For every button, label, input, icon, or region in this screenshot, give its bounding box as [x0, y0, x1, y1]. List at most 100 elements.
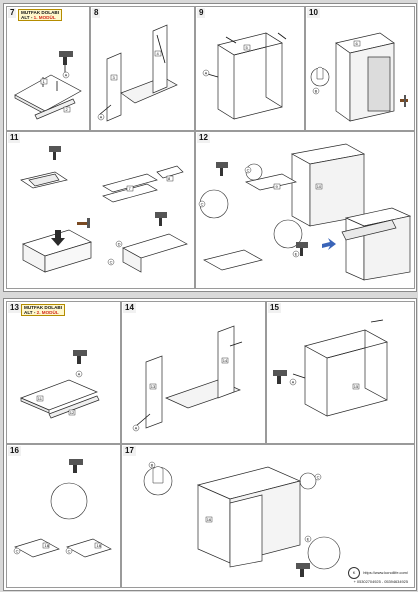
step-number: 16 — [8, 446, 21, 456]
step-number: 7 — [8, 8, 17, 18]
step-panel-14: 14 13 14 A — [121, 301, 266, 444]
part-label-11: 11 — [38, 396, 43, 401]
step-panel-11: 11 — [6, 131, 195, 289]
part-label-c: C — [68, 549, 71, 554]
drill-icon — [296, 242, 308, 256]
step-number: 17 — [123, 446, 136, 456]
part-label-10: 10 — [317, 184, 322, 189]
part-label-c: C — [110, 260, 113, 265]
step-panel-7: 7 MUTFAK DOLABI ALT - 1. MODÜL — [6, 6, 90, 131]
drill-icon — [73, 350, 87, 364]
finger-press-icon — [143, 466, 173, 496]
part-label-c: C — [16, 549, 19, 554]
part-label-16: 16 — [45, 543, 50, 548]
part-label-15: 15 — [354, 384, 359, 389]
instruction-sheet-module-2: 13 MUTFAK DOLABI ALT - 2. MODÜL A 11 — [3, 298, 417, 591]
arrow-icon — [51, 230, 65, 246]
model-label-prefix: ALT - — [24, 310, 37, 316]
part-label-a: A — [100, 115, 103, 120]
drill-icon — [155, 212, 167, 226]
part-label-3: 3 — [113, 75, 116, 80]
phone-text: + 05302704925 - 05394634925 — [353, 579, 408, 584]
step-15-illustration: A 15 — [273, 319, 388, 417]
step-number: 12 — [197, 133, 210, 143]
zoom-circle-icon — [299, 472, 341, 570]
part-label-a: A — [205, 71, 208, 76]
part-label-12: 12 — [70, 410, 75, 415]
part-label-a: A — [65, 73, 68, 78]
step-7-illustration: 1 A 2 — [14, 51, 82, 120]
part-label-c: C — [201, 202, 204, 207]
step-panel-17: 17 B — [121, 444, 415, 588]
part-label-b: B — [315, 89, 318, 94]
step-panel-13: 13 MUTFAK DOLABI ALT - 2. MODÜL A 11 — [6, 301, 121, 444]
step-panel-10: 10 6 — [305, 6, 415, 131]
step-panel-15: 15 A 15 — [266, 301, 415, 444]
step-panel-9: 9 A 5 — [195, 6, 305, 131]
drill-icon — [59, 51, 73, 73]
part-label-8: 8 — [168, 176, 171, 181]
zoom-circle-icon — [50, 482, 88, 520]
drill-icon — [216, 162, 228, 176]
drill-icon — [273, 370, 287, 384]
drill-icon — [296, 563, 310, 577]
model-label-prefix: ALT - — [21, 15, 34, 21]
part-label-a: A — [135, 426, 138, 431]
drill-icon — [49, 146, 61, 160]
part-label-4: 4 — [157, 51, 160, 56]
model-label: MUTFAK DOLABI ALT - 1. MODÜL — [18, 9, 63, 22]
step-13-illustration: A 11 12 — [20, 350, 100, 419]
part-label-c: C — [317, 475, 320, 480]
part-label-d: D — [118, 242, 121, 247]
hammer-icon — [400, 95, 408, 107]
step-number: 8 — [92, 8, 101, 18]
part-label-e: E — [307, 537, 310, 542]
step-panel-8: 8 3 4 A — [90, 6, 195, 131]
step-panel-12: 12 — [195, 131, 415, 289]
hammer-icon — [77, 218, 90, 228]
website-text: https://www.konollife.com/ — [363, 570, 408, 576]
part-label-14: 14 — [223, 358, 228, 363]
model-label: MUTFAK DOLABI ALT - 2. MODÜL — [21, 304, 66, 317]
drill-icon — [69, 459, 83, 473]
part-label-16: 16 — [97, 543, 102, 548]
step-10-illustration: 6 B — [310, 32, 408, 122]
step-panel-16: 16 C C 16 16 — [6, 444, 121, 588]
part-label-6: 6 — [356, 41, 359, 46]
model-label-title: MUTFAK DOLABI — [21, 10, 60, 15]
brand-logo-icon: K — [348, 567, 361, 579]
part-label-a: A — [292, 380, 295, 385]
model-label-title: MUTFAK DOLABI — [24, 305, 63, 310]
step-14-illustration: 13 14 A — [132, 325, 243, 432]
step-9-illustration: A 5 — [202, 32, 287, 120]
part-label-b: B — [151, 463, 154, 468]
step-number: 14 — [123, 303, 136, 313]
part-label-e: E — [295, 252, 298, 257]
step-8-illustration: 3 4 A — [97, 24, 178, 122]
step-11-illustration: 7 8 D C — [20, 146, 188, 273]
step-number: 9 — [197, 8, 206, 18]
part-label-5: 5 — [246, 45, 249, 50]
part-label-9: 9 — [276, 184, 279, 189]
part-label-13: 13 — [151, 384, 156, 389]
model-label-module: 1. MODÜL — [33, 15, 56, 21]
instruction-sheet-module-1: 7 MUTFAK DOLABI ALT - 1. MODÜL — [3, 3, 417, 292]
part-label-a: A — [78, 372, 81, 377]
step-12-illustration: C C 9 10 E — [198, 143, 412, 281]
step-number: 13 — [8, 303, 21, 313]
step-number: 10 — [307, 8, 320, 18]
step-number: 15 — [268, 303, 281, 313]
arrow-icon — [322, 238, 336, 250]
step-17-illustration: B C 16 E — [143, 461, 341, 577]
part-label-16: 16 — [207, 517, 212, 522]
step-number: 11 — [8, 133, 21, 143]
part-label-2: 2 — [66, 107, 69, 112]
part-label-1: 1 — [43, 79, 46, 84]
step-16-illustration: C C 16 16 — [13, 459, 112, 558]
part-label-c: C — [247, 168, 250, 173]
finger-press-icon — [310, 66, 330, 87]
model-label-module: 2. MODÜL — [36, 310, 59, 316]
part-label-7: 7 — [129, 186, 132, 191]
contact-footer: K https://www.konollife.com/ + 053027049… — [348, 567, 408, 584]
